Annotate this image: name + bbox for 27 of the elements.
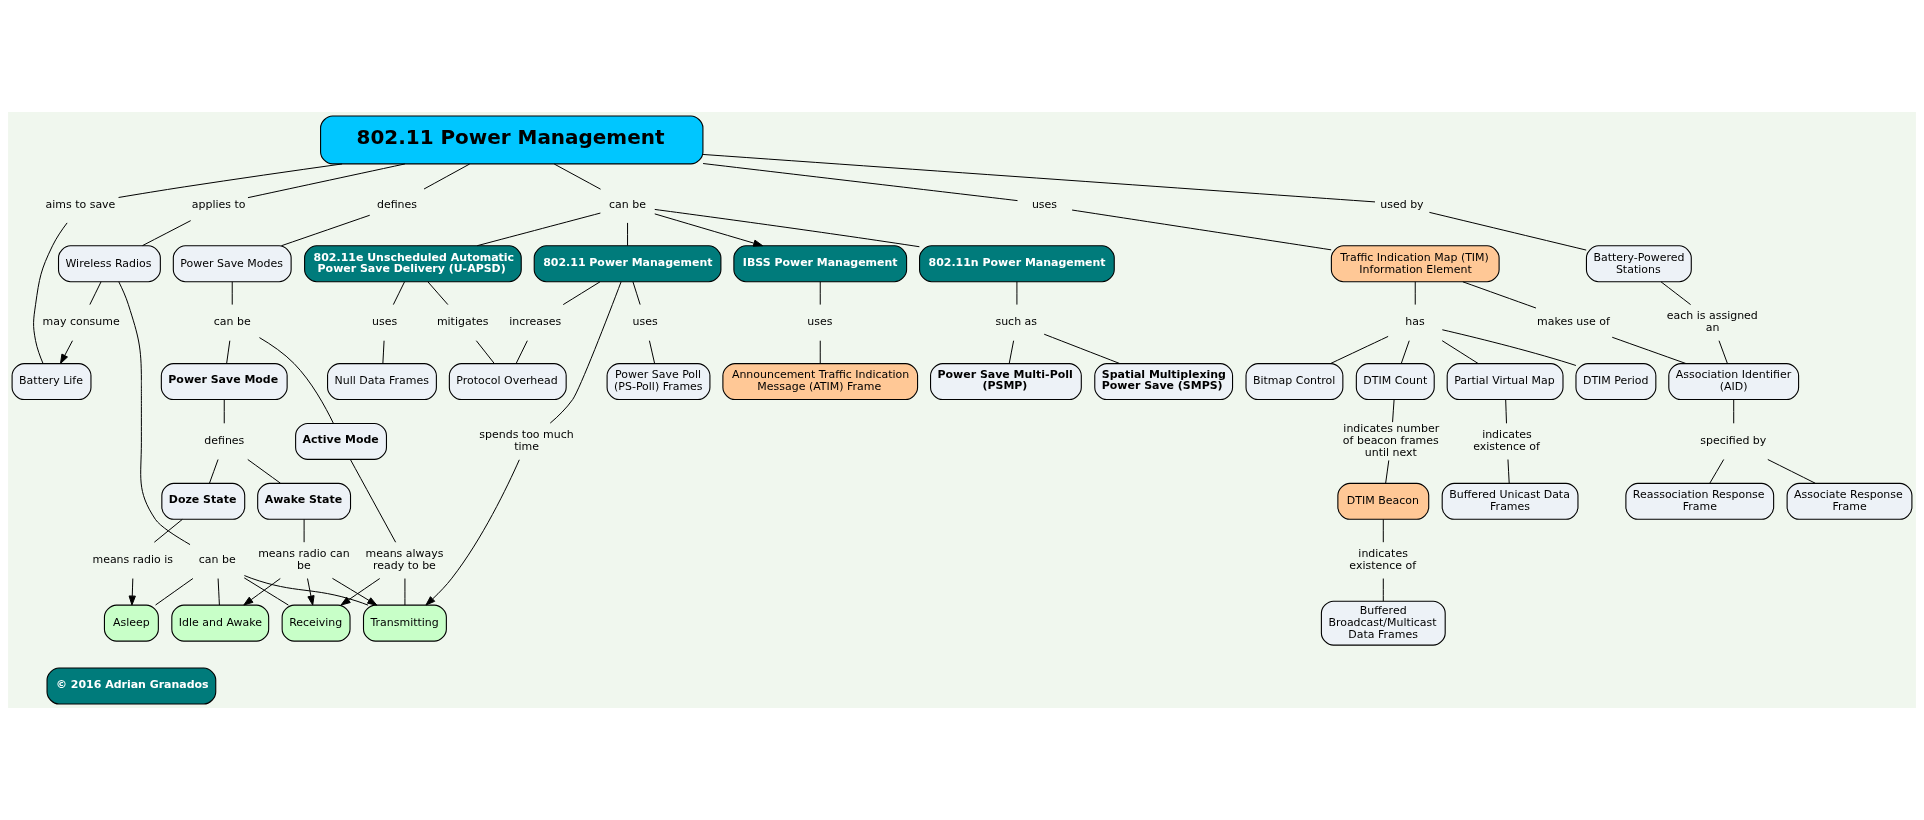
node-text: means always ready to be — [365, 547, 444, 573]
node-text: applies to — [191, 197, 246, 211]
node-text: uses — [632, 315, 658, 329]
node-text: indicates number of beacon frames until next — [1342, 422, 1440, 460]
node-text: means radio is — [92, 553, 173, 567]
node-text: can be — [213, 315, 251, 329]
node-text: specified by — [1700, 434, 1767, 448]
node-text: has — [1405, 315, 1425, 329]
node-text: defines — [376, 197, 418, 211]
node-text: may consume — [42, 315, 120, 329]
node-text: increases — [509, 315, 562, 329]
node-text: uses — [807, 315, 833, 329]
node-text: uses — [1031, 197, 1058, 211]
node-text: used by — [1380, 197, 1424, 211]
node-text: means radio can be — [258, 547, 350, 573]
node-text: mitigates — [436, 315, 489, 329]
node-text: each is assigned an — [1666, 309, 1758, 335]
node-text: indicates existence of — [1473, 428, 1540, 454]
node-text: can be — [198, 553, 236, 567]
node-text: aims to save — [45, 197, 116, 211]
node-text: can be — [609, 197, 646, 211]
node-text: defines — [204, 434, 245, 448]
node-text: uses — [371, 315, 398, 329]
node-text: indicates existence of — [1349, 547, 1417, 573]
node-text: spends too much time — [479, 428, 574, 454]
node-text: such as — [995, 315, 1038, 329]
node-text: makes use of — [1537, 315, 1610, 329]
